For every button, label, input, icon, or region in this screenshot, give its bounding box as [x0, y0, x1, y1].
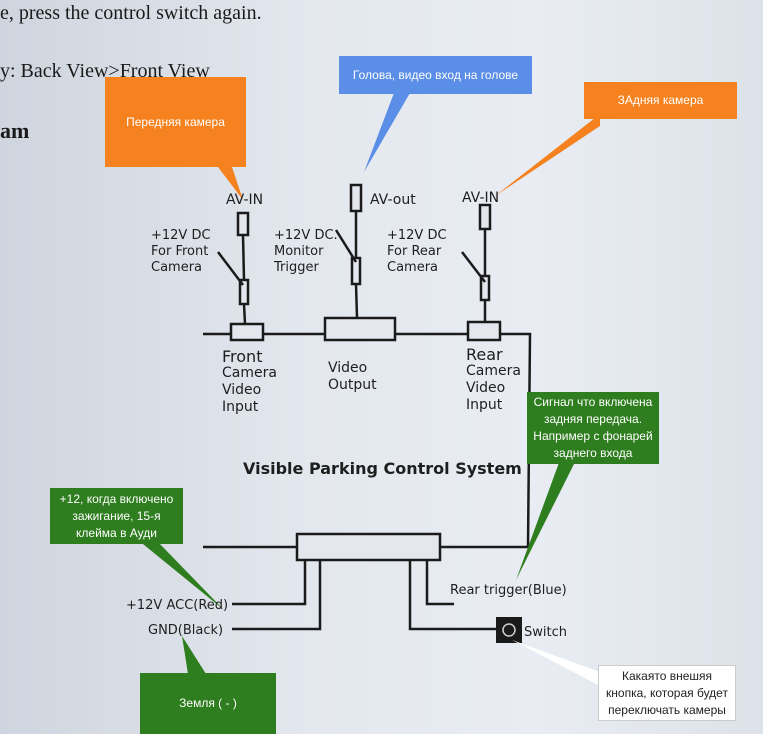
callout-rear-camera: ЗАдняя камера: [584, 82, 737, 119]
front-power-label: +12V DC For Front Camera: [151, 228, 211, 276]
rear-trigger-wire: [425, 560, 454, 606]
rear-trigger-label: Rear trigger(Blue): [450, 583, 567, 598]
switch-label: Switch: [524, 625, 567, 640]
front-power-line-3: Camera: [151, 260, 203, 275]
front-input-line-1: Front: [222, 347, 263, 366]
monitor-trigger-line-2: Monitor: [274, 244, 324, 259]
video-output-connector: [323, 316, 397, 342]
pointer-rear-signal: [516, 460, 576, 580]
monitor-trigger-label: +12V DC. Monitor Trigger: [274, 228, 338, 276]
gnd-wire: [232, 560, 322, 631]
video-output-line-1: Video: [328, 360, 368, 376]
pointer-acc: [138, 540, 224, 610]
gnd-label: GND(Black): [148, 623, 224, 638]
acc-label: +12V ACC(Red): [126, 598, 229, 613]
rear-power-line-3: Camera: [387, 260, 439, 275]
rear-input-line-2: Camera: [466, 363, 521, 379]
rear-input-line-3: Video: [466, 380, 506, 396]
front-input-label: Front Camera Video Input: [222, 348, 277, 416]
av-out-label: AV-out: [370, 192, 416, 208]
front-input-connector: [229, 322, 265, 342]
front-power-lead: [217, 251, 244, 286]
doc-line-1: e, press the control switch again.: [0, 2, 262, 24]
video-output-line-2: Output: [328, 377, 377, 393]
rear-av-in-label: AV-IN: [462, 190, 500, 206]
rear-input-connector: [466, 320, 502, 342]
front-av-in-label: AV-IN: [226, 192, 264, 208]
pointer-ground: [182, 636, 206, 674]
rear-input-line-4: Input: [466, 397, 503, 413]
callout-ground: Земля ( - ): [140, 673, 276, 734]
front-power-line-1: +12V DC: [151, 228, 211, 243]
front-input-line-2: Camera: [222, 365, 277, 381]
front-power-line-2: For Front: [151, 244, 209, 259]
video-output-label: Video Output: [328, 360, 377, 394]
doc-line-2: y: Back View>Front View: [0, 60, 210, 82]
monitor-trigger-line-1: +12V DC.: [274, 228, 338, 243]
callout-head-video: Голова, видео вход на голове: [339, 56, 532, 94]
monitor-trigger-lead: [334, 229, 358, 263]
doc-heading-fragment: am: [0, 118, 30, 143]
acc-wire: [232, 560, 307, 606]
bottom-connector: [295, 532, 442, 562]
pointer-rear-camera: [495, 114, 600, 196]
control-box: [203, 332, 532, 549]
system-title: Visible Parking Control System: [243, 459, 522, 478]
callout-switch: Какаято внешяя кнопка, которая будет пер…: [598, 665, 736, 721]
pointer-front-camera: [218, 167, 243, 200]
rear-input-line-1: Rear: [466, 345, 503, 364]
callout-rear-signal: Сигнал что включена задняя передача. Нап…: [527, 392, 659, 464]
pointer-switch: [512, 640, 600, 686]
front-input-line-3: Video: [222, 382, 262, 398]
switch-wire: [408, 560, 496, 631]
switch-button: [496, 617, 522, 643]
av-out-plug: [349, 183, 363, 213]
rear-input-label: Rear Camera Video Input: [466, 346, 521, 414]
front-av-in-plug: [236, 211, 250, 237]
callout-acc: +12, когда включено зажигание, 15-я клей…: [50, 488, 183, 544]
rear-av-in-plug: [478, 203, 492, 231]
rear-power-line-1: +12V DC: [387, 228, 447, 243]
pointer-head-video: [364, 93, 410, 172]
callout-front-camera: Передняя камера: [105, 77, 246, 167]
rear-power-lead: [461, 251, 486, 283]
rear-power-line-2: For Rear: [387, 244, 442, 259]
front-input-line-4: Input: [222, 399, 259, 415]
rear-power-label: +12V DC For Rear Camera: [387, 228, 447, 276]
monitor-trigger-line-3: Trigger: [274, 260, 319, 275]
